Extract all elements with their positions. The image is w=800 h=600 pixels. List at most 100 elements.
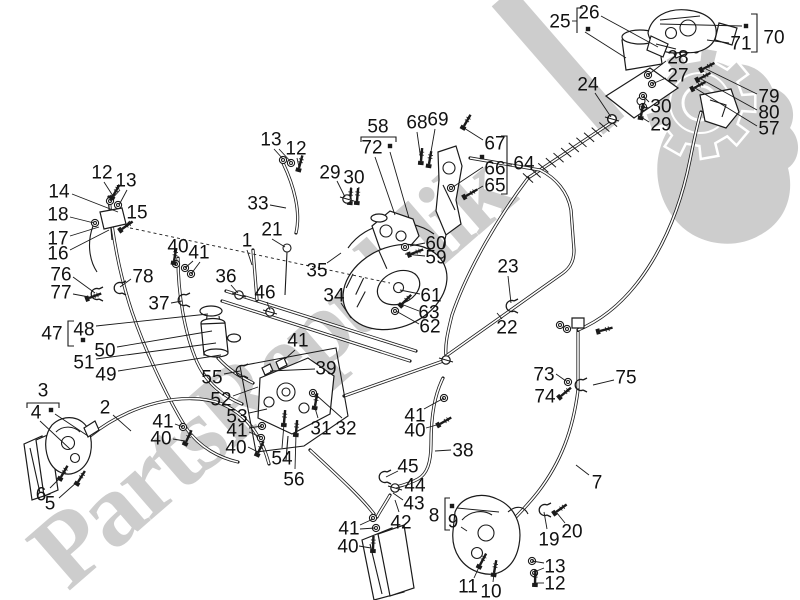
leader-line (389, 151, 410, 219)
part-label-25: 25 (549, 12, 570, 33)
leader-line (273, 148, 284, 160)
part-label-51: 51 (73, 353, 94, 374)
label-group-bracket (501, 135, 508, 195)
part-label-40: 40 (167, 237, 188, 258)
leader-line (118, 189, 128, 206)
leader-line (314, 393, 343, 419)
clamp-glyph (113, 280, 127, 296)
abs-modulator-unit (239, 347, 349, 461)
leader-lines (26, 7, 758, 584)
part-label-37: 37 (148, 294, 169, 315)
leader-line (392, 492, 404, 501)
leader-line (230, 284, 239, 294)
leader-line (72, 293, 90, 298)
part-label-16: 16 (47, 244, 68, 265)
washer-glyph (562, 324, 572, 334)
washer-glyph (308, 388, 318, 398)
part-label-48: 48 (73, 320, 94, 341)
washer-glyph (90, 218, 100, 228)
part-label-67: 67 (484, 134, 505, 155)
part-label-40: 40 (150, 429, 171, 450)
part-label-68: 68 (406, 113, 427, 134)
part-label-78: 78 (132, 267, 153, 288)
leader-line (600, 15, 659, 48)
part-label-12: 12 (91, 163, 112, 184)
part-label-43: 43 (403, 494, 424, 515)
reference-dot (479, 154, 485, 160)
part-label-63: 63 (418, 303, 439, 324)
leader-line (58, 481, 78, 499)
leader-line (69, 216, 95, 224)
front-brake-caliper (23, 417, 100, 501)
leader-line (336, 180, 346, 198)
part-label-56: 56 (283, 470, 304, 491)
leader-line (395, 485, 405, 489)
part-label-41: 41 (152, 412, 173, 433)
part-label-12: 12 (285, 139, 306, 160)
part-label-79: 79 (758, 87, 779, 108)
part-label-59: 59 (425, 248, 446, 269)
washer-glyph (400, 242, 410, 252)
diagram-artwork (23, 9, 740, 600)
leader-line (326, 252, 342, 264)
leader-line (452, 166, 484, 188)
leader-line (492, 573, 495, 583)
banjo-block (571, 317, 585, 329)
label-group-bracket (751, 13, 758, 53)
leader-line (428, 128, 436, 164)
leader-line (400, 303, 420, 312)
washer-glyph (371, 523, 381, 533)
washer-glyph (555, 320, 565, 330)
bolt-glyph (459, 114, 472, 131)
part-label-31: 31 (310, 419, 331, 440)
bolt-glyph (73, 470, 86, 487)
leader-line (72, 276, 96, 294)
bolt-glyph (595, 326, 613, 335)
reference-dot (585, 26, 591, 32)
part-label-4: 4 (31, 403, 42, 424)
leader-line (248, 431, 262, 438)
leader-line (651, 77, 667, 85)
part-label-7: 7 (592, 473, 603, 494)
part-label-52: 52 (210, 390, 231, 411)
part-label-8: 8 (429, 506, 440, 527)
bolt-glyph (698, 61, 716, 74)
leader-line (172, 438, 186, 442)
part-label-12: 12 (544, 574, 565, 595)
part-label-80: 80 (758, 103, 779, 124)
leader-line (374, 156, 396, 216)
bolt-glyph (532, 569, 538, 588)
leader-line (556, 512, 566, 524)
part-label-24: 24 (577, 75, 599, 96)
part-label-9: 9 (448, 512, 459, 533)
leader-line (465, 185, 484, 197)
part-label-27: 27 (667, 66, 688, 87)
part-label-28: 28 (667, 48, 688, 69)
rod-21 (284, 251, 288, 296)
brake-disc (342, 243, 448, 331)
leader-line (247, 446, 259, 453)
label-group-bracket (67, 320, 74, 347)
leader-line (69, 226, 100, 237)
leader-line (460, 526, 468, 532)
leader-line (340, 302, 352, 319)
leader-line (543, 511, 548, 530)
part-label-60: 60 (425, 234, 446, 255)
part-label-44: 44 (404, 476, 426, 497)
leader-line (385, 470, 399, 478)
leader-line (121, 220, 131, 230)
part-label-41: 41 (188, 243, 209, 264)
part-label-76: 76 (50, 265, 71, 286)
part-label-50: 50 (94, 341, 115, 362)
part-label-10: 10 (480, 582, 501, 600)
leader-line (95, 313, 209, 327)
leader-line (174, 423, 184, 428)
part-label-30: 30 (650, 97, 671, 118)
part-label-53: 53 (226, 407, 247, 428)
bolt-glyph (637, 102, 645, 121)
leader-line (642, 95, 650, 103)
leader-line (294, 433, 297, 470)
part-label-26: 26 (578, 3, 599, 24)
leader-line (271, 238, 286, 248)
